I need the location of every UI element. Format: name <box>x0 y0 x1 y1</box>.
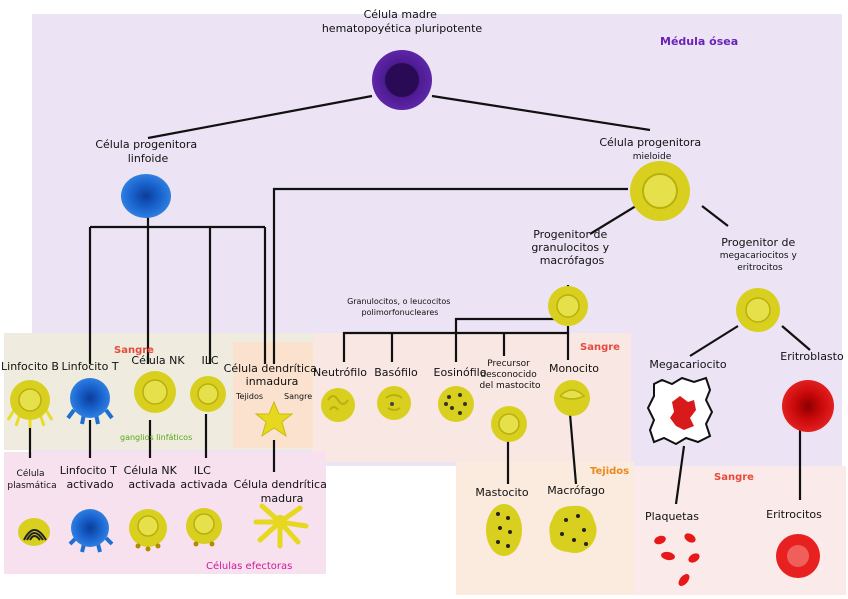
mast-cell-precursor-cell <box>491 406 527 442</box>
erythroblast-cell <box>782 380 834 432</box>
granulocytes-label: Granulocitos, o leucocitos polimorfonucl… <box>347 297 453 317</box>
plasma-cell-label: Célula plasmática <box>7 468 56 491</box>
blood-label-myeloid: Sangre <box>580 342 620 353</box>
immature-dc-label: Célula dendrítica inmadura <box>224 362 321 388</box>
platelets-label: Plaquetas <box>645 510 699 523</box>
ilc-cell <box>190 376 226 412</box>
activated-ilc-label: ILC activada <box>180 464 227 491</box>
mega-ery-progenitor-nucleus <box>745 297 771 323</box>
mast-cell-precursor-label: Precursor desconocido del mastocito <box>479 359 541 391</box>
megakaryocyte-label: Megacariocito <box>649 358 726 371</box>
myeloid-progenitor-nucleus <box>642 173 678 209</box>
lymphoid-progenitor-cell <box>121 174 171 218</box>
macrophage-label: Macrófago <box>547 484 605 497</box>
basophil-cell <box>377 386 411 420</box>
tissue-region <box>456 462 634 595</box>
blood-label-lymphoid: Sangre <box>114 345 154 356</box>
lineage-connectors <box>28 94 811 505</box>
megakaryocyte-cell <box>646 376 714 446</box>
erythrocyte-cell <box>776 534 820 578</box>
erythroblast-label: Eritroblasto <box>780 350 844 363</box>
b-lymphocyte-label: Linfocito B <box>1 360 59 373</box>
lymphoid-progenitor-label: Célula progenitora linfoide <box>95 138 200 165</box>
activated-t-label: Linfocito T activado <box>60 464 121 491</box>
gran-mac-progenitor-nucleus <box>556 294 580 318</box>
monocyte-cell <box>554 380 590 416</box>
b-lymphocyte-cell <box>6 380 54 428</box>
effector-cells-label: Células efectoras <box>206 560 292 572</box>
basophil-label: Basófilo <box>374 366 418 379</box>
eosinophil-cell <box>438 386 474 422</box>
erythrocytes-label: Eritrocitos <box>766 508 822 521</box>
macrophage-cell <box>549 505 597 553</box>
eosinophil-label: Eosinófilo <box>434 366 487 379</box>
mature-dc-label: Célula dendrítica madura <box>234 478 331 505</box>
blood-label-dc: Sangre <box>284 392 312 401</box>
mast-cell-label: Mastocito <box>475 486 528 499</box>
activated-nk-label: Célula NK activada <box>124 464 181 491</box>
immature-dc-cell <box>254 400 294 438</box>
blood-bottom-region <box>634 466 846 595</box>
monocyte-label: Monocito <box>549 362 599 375</box>
neutrophil-cell <box>321 388 355 422</box>
activated-nk-cell <box>129 509 167 552</box>
lymph-nodes-label: ganglios linfáticos <box>120 433 192 442</box>
t-lymphocyte-cell <box>66 378 114 425</box>
stem-cell-nucleus <box>385 63 419 97</box>
t-lymphocyte-label: Linfocito T <box>61 360 118 373</box>
tissue-label-right: Tejidos <box>590 466 629 477</box>
tissue-label-dc: Tejidos <box>235 392 263 401</box>
stem-cell-label: Célula madre hematopoyética pluripotente <box>322 8 483 35</box>
gran-mac-progenitor-label: Progenitor de granulocitos y macrófagos <box>531 228 612 267</box>
activated-ilc-cell <box>186 508 222 547</box>
mast-cell <box>486 504 522 556</box>
activated-t-cell <box>68 509 114 553</box>
nk-cell-label: Célula NK <box>131 354 185 367</box>
mega-ery-progenitor-label: Progenitor de megacariocitos y eritrocit… <box>720 236 801 273</box>
platelets <box>654 533 700 586</box>
nk-cell <box>134 371 176 413</box>
mature-dc-cell <box>253 503 309 549</box>
neutrophil-label: Neutrófilo <box>313 366 367 379</box>
plasma-cell <box>18 518 50 546</box>
ilc-label: ILC <box>201 354 218 367</box>
bone-marrow-label: Médula ósea <box>660 35 738 48</box>
blood-label-bottom: Sangre <box>714 472 754 483</box>
myeloid-progenitor-label: Célula progenitora mieloide <box>599 136 704 162</box>
